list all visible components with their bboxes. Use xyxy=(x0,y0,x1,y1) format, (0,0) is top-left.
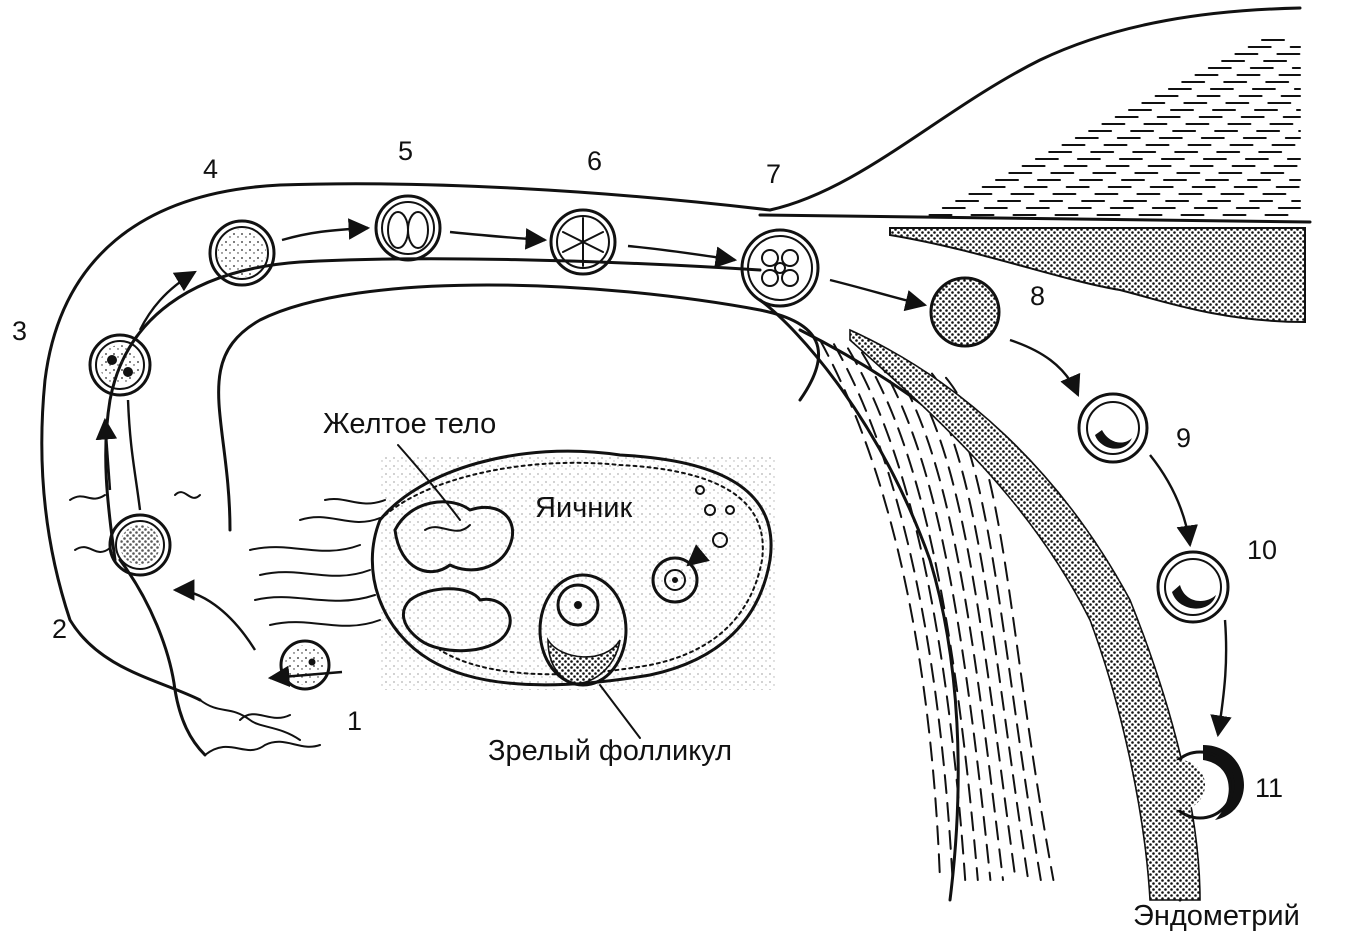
stage-label-2: 2 xyxy=(52,614,67,644)
stage-8-cell xyxy=(931,278,999,346)
stage-6-cell xyxy=(551,210,615,274)
stage-label-11: 11 xyxy=(1255,773,1283,803)
ovarian-strands xyxy=(250,499,385,626)
stage-9-cell xyxy=(1079,394,1147,462)
stage-1-cell xyxy=(281,641,329,689)
stage-5-cell xyxy=(376,196,440,260)
stage-label-3: 3 xyxy=(12,316,27,346)
label-ovary: Яичник xyxy=(535,492,632,524)
stage-label-9: 9 xyxy=(1176,423,1191,453)
stage-label-7: 7 xyxy=(766,159,781,189)
label-endometrium: Эндометрий xyxy=(1133,900,1300,932)
stage-3-cell xyxy=(90,335,150,395)
stage-label-8: 8 xyxy=(1030,281,1045,311)
label-mature-follicle: Зрелый фолликул xyxy=(488,735,732,767)
stage-label-6: 6 xyxy=(587,146,602,176)
stage-10-cell xyxy=(1158,552,1228,622)
uterus-wall xyxy=(760,8,1310,322)
stage-4-cell xyxy=(210,221,274,285)
stage-7-cell xyxy=(742,230,818,306)
stage-2-cell xyxy=(110,515,170,575)
stage-label-4: 4 xyxy=(203,154,218,184)
stage-label-1: 1 xyxy=(347,706,362,736)
stage-label-10: 10 xyxy=(1247,535,1277,565)
stage-label-5: 5 xyxy=(398,136,413,166)
label-corpus-luteum: Желтое тело xyxy=(323,408,496,440)
